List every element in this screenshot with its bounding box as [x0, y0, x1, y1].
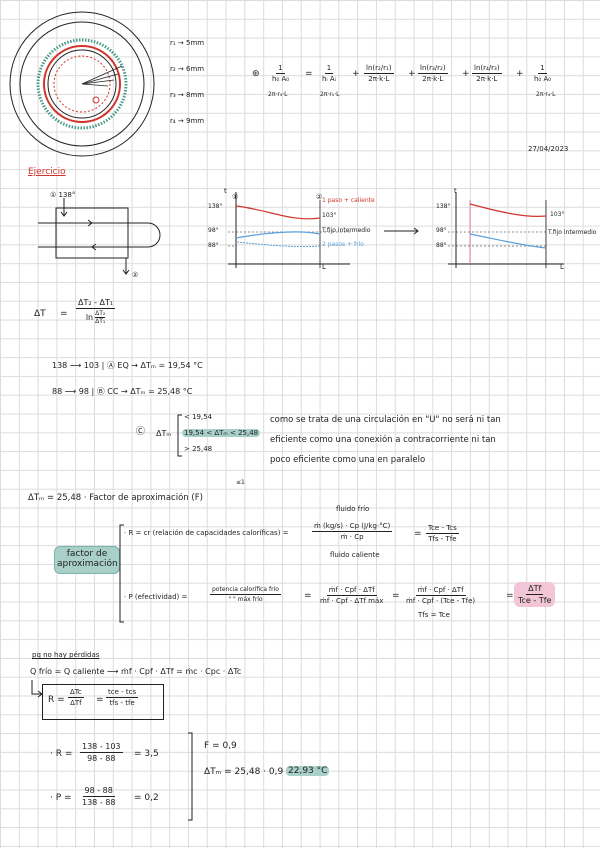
graph1-node1: ① [232, 193, 239, 201]
results-brace [188, 732, 193, 821]
section-title: Ejercicio [28, 167, 66, 177]
lmtd-fraction: ΔT₂ - ΔT₁ ln ΔT₂ ΔT₁ [76, 298, 116, 325]
case-c-label: Ⓒ [136, 427, 146, 437]
page-date: 27/04/2023 [528, 145, 569, 153]
factor-brace [119, 524, 124, 623]
eq-term5-under: 2π·r₄·L [536, 91, 556, 98]
case-c-comment-3: poco eficiente como una en paralelo [270, 455, 426, 465]
balance-r-lhs: R = [48, 695, 65, 705]
factor-p-f4: ΔTf Tce - Tfe [514, 582, 556, 607]
eq-plus4: + [516, 69, 524, 79]
graph1-node2: ② [316, 193, 323, 201]
graph1-tick-88: 88° [208, 242, 219, 249]
factor-p-text: · P (efectividad) = [124, 593, 188, 601]
eq-term4: ln(r₄/r₃) 2π·k·L [472, 64, 502, 83]
graph2-tick-98: 98° [436, 227, 447, 234]
eq-plus2: + [408, 69, 416, 79]
graph2-note: T.fijo intermedio [548, 229, 597, 236]
factor-p-eq2: = [392, 591, 400, 601]
case-c-top: < 19,54 [184, 413, 213, 421]
case-c-comment-1: como se trata de una circulación en "U" … [270, 415, 501, 425]
exchanger-in-label: ① 138° [50, 191, 76, 199]
factor-p-eq3: = [506, 591, 514, 601]
graph1-tick-98: 98° [208, 227, 219, 234]
result-p-fraction: 98 - 88 138 - 88 [82, 786, 116, 807]
temperature-profile-graph-1 [228, 192, 350, 268]
case-c-bot: > 25,48 [184, 445, 213, 453]
factor-r-fraction: ṁ (kg/s) · Cp (J/kg·°C) ṁ · Cp [312, 522, 393, 541]
case-c-mid: 19,54 < ΔTₘ < 25,48 [182, 429, 261, 437]
balance-line: Q frío = Q caliente ⟶ ṁf · Cpf · ΔTf = ṁ… [30, 667, 242, 676]
result-f-line: F = 0,9 [204, 741, 237, 751]
factor-r-bottom: fluido caliente [330, 551, 380, 559]
graph1-red-caption: 1 paso + caliente [322, 197, 375, 204]
balance-r-box [42, 684, 164, 720]
factor-p-f3-note: Tfs = Tce [418, 611, 450, 619]
radius-r1: r₁ → 5mm [170, 39, 205, 47]
pipe-cross-section [9, 11, 155, 157]
graph1-tick-138: 138° [208, 203, 223, 210]
factor-header-sup: ≤1 [236, 479, 245, 486]
graph1-hot-end: 103° [322, 212, 337, 219]
lmtd-lhs: ΔT [34, 309, 46, 319]
eq-term5: 1 h₀ A₀ [534, 64, 552, 83]
balance-r-eq: = [96, 695, 104, 705]
u-tube-exchanger [38, 198, 161, 275]
eq-equals: = [305, 69, 313, 79]
graph2-y-axis: t [454, 187, 457, 195]
eq-term2: ln(r₂/r₁) 2π·k·L [364, 64, 394, 83]
eq-term1: 1 hᵢ Aᵢ [322, 64, 336, 83]
graph1-blue-caption: 2 pasos + frío [322, 241, 364, 248]
graph1-y-axis: t [224, 187, 227, 195]
balance-r-f2: tce - tcs tfs - tfe [106, 688, 139, 707]
factor-r-text: · R = cr (relación de capacidades calorí… [124, 529, 289, 537]
graph2-x-axis: L [560, 263, 564, 271]
balance-r-f1: ΔTc ΔTf [68, 688, 84, 707]
result-dt-value: 22,93 °C [286, 766, 330, 776]
graph2-tick-88: 88° [436, 242, 447, 249]
graph1-x-axis: L [322, 263, 326, 271]
radius-r4: r₄ → 9mm [170, 117, 205, 125]
eq-term3: ln(r₃/r₂) 2π·k·L [418, 64, 448, 83]
case-b-line: 88 ⟶ 98 | Ⓑ CC → ΔTₘ = 25,48 °C [52, 387, 193, 396]
result-r-value: = 3,5 [134, 749, 159, 759]
factor-p-eq1: = [304, 591, 312, 601]
graph1-note: T.fijo intermedio [322, 227, 371, 234]
factor-p-f3: ṁf · Cpf · ΔTf ṁf · Cpf · (Tce - Tfe) [406, 586, 476, 605]
result-p-lhs: · P = [50, 793, 72, 803]
case-c-comment-2: eficiente como una conexión a contracorr… [270, 435, 496, 445]
case-c-brace [177, 414, 182, 457]
factor-r-result: Tce - Tcs Tfs - Tfe [426, 524, 459, 543]
factor-p-fraction: potencia calorífica frío " " máx frío [210, 586, 281, 603]
eq-lhs: 1 h₀ A₀ [272, 64, 290, 83]
eq-plus3: + [462, 69, 470, 79]
case-c-lhs: ΔTₘ [156, 429, 172, 438]
eq-term1-under: 2π·r₁·L [320, 91, 340, 98]
radius-r2: r₂ → 6mm [170, 65, 205, 73]
balance-note: pq no hay pérdidas [32, 651, 100, 659]
eq-lhs-under: 2π·r₄·L [268, 91, 288, 98]
factor-r-equals: = [414, 529, 422, 539]
result-r-lhs: · R = [50, 749, 73, 759]
temperature-profile-graph-2 [448, 192, 564, 268]
result-dt-line: ΔTₘ = 25,48 · 0,9 = [204, 767, 294, 777]
radius-r3: r₃ → 8mm [170, 91, 205, 99]
case-c-mid-wrap: 19,54 < ΔTₘ < 25,48 [182, 429, 261, 438]
result-r-fraction: 138 - 103 98 - 88 [80, 742, 123, 763]
eq-plus1: + [352, 69, 360, 79]
graph2-hot-end: 103° [550, 211, 565, 218]
factor-box-label: factor de aproximación [54, 546, 120, 574]
result-p-value: = 0,2 [134, 793, 159, 803]
arrow-right-icon [384, 227, 419, 235]
lmtd-equals: = [60, 309, 68, 319]
factor-p-f2: ṁf · Cpf · ΔTf ṁf · Cpf · ΔTf máx [320, 586, 384, 605]
eq-marker: ⊛ [252, 69, 260, 79]
case-a-line: 138 ⟶ 103 | Ⓐ EQ → ΔTₘ = 19,54 °C [52, 361, 203, 370]
exchanger-out-label: ② [132, 271, 139, 279]
factor-r-top: fluido frío [336, 505, 370, 513]
factor-header: ΔTₘ = 25,48 · Factor de aproximación (F) [28, 493, 203, 503]
graph2-tick-138: 138° [436, 203, 451, 210]
result-dt-wrap: 22,93 °C [286, 766, 330, 777]
